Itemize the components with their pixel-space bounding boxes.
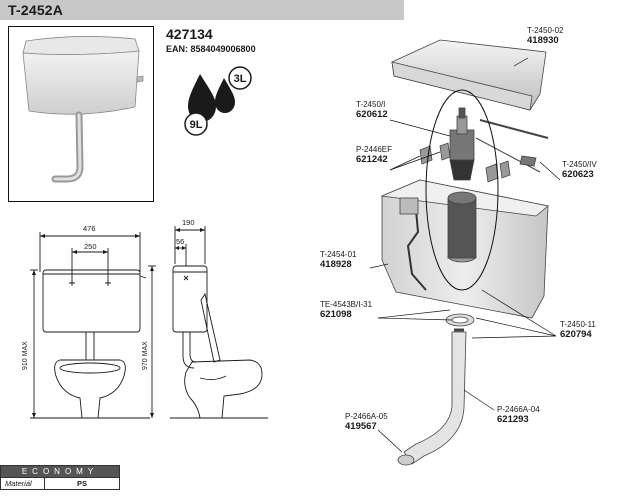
dim-depth: 190	[182, 218, 195, 227]
product-code: 427134	[166, 26, 213, 42]
part-label-lever: T-2450/IV 620623	[562, 160, 597, 180]
part-ref: T-2450/IV	[562, 160, 597, 169]
part-label-fill-valve: TE-4543B/I-31 621098	[320, 300, 372, 320]
part-number: 621242	[356, 154, 388, 165]
part-label-pipe: P-2466A-04 621293	[497, 405, 540, 425]
part-number: 620623	[562, 169, 594, 180]
part-ref: P-2466A-05	[345, 412, 388, 421]
part-ref: P-2466A-04	[497, 405, 540, 414]
part-number: 419567	[345, 421, 377, 432]
part-number: 418928	[320, 259, 352, 270]
dim-hole-spacing: 250	[84, 242, 97, 251]
dim-height-left: 910 MAX	[22, 341, 29, 370]
economy-table: ECONOMY Materiál PS	[0, 465, 120, 490]
part-ref: T-2454-01	[320, 250, 357, 259]
part-label-flush-valve: T-2450/I 620612	[356, 100, 388, 120]
dim-offset: 56	[176, 237, 185, 246]
product-photo	[8, 26, 154, 202]
part-ref: T-2450/I	[356, 100, 386, 109]
material-label: Materiál	[0, 477, 45, 490]
economy-label: ECONOMY	[0, 465, 120, 478]
part-label-seals: T-2450-11 620794	[560, 320, 596, 340]
dimension-drawing: 476 250 190 56 910 MAX 970 MAX	[0, 210, 320, 460]
part-number: 621293	[497, 414, 529, 425]
ean-code: EAN: 8584049006800	[166, 44, 256, 54]
part-label-lid: T-2450-02 418930	[527, 26, 563, 46]
part-label-tank: T-2454-01 418928	[320, 250, 356, 270]
title-bar: T-2452A	[0, 0, 404, 20]
flush-full-label: 9L	[190, 119, 203, 131]
part-label-clips: P-2446EF 621242	[356, 145, 392, 165]
part-number: 620612	[356, 109, 388, 120]
part-number: 418930	[527, 35, 559, 46]
flush-drops-icon: 3L 9L	[178, 62, 258, 138]
flush-eco-label: 3L	[234, 73, 247, 85]
exploded-parts-diagram	[300, 20, 621, 480]
material-value: PS	[44, 477, 120, 490]
part-ref: TE-4543B/I-31	[320, 300, 373, 309]
cistern-photo-illustration	[22, 36, 144, 183]
part-label-pipe-nut: P-2466A-05 419567	[345, 412, 388, 432]
dim-height-right: 970 MAX	[142, 341, 149, 370]
part-ref: P-2446EF	[356, 145, 393, 154]
part-number: 621098	[320, 309, 352, 320]
part-ref: T-2450-02	[527, 26, 564, 35]
dim-width-total: 476	[83, 224, 96, 233]
part-number: 620794	[560, 329, 592, 340]
part-ref: T-2450-11	[560, 320, 596, 329]
product-title: T-2452A	[8, 2, 64, 18]
